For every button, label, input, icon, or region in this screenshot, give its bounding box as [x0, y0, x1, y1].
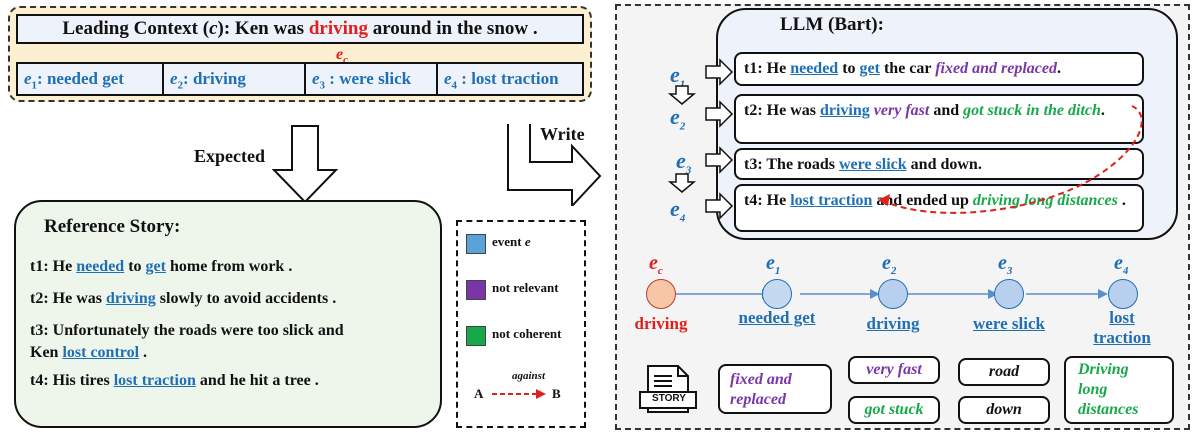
legend-label-event: event e [492, 234, 531, 249]
chain-node-e2 [878, 279, 908, 309]
chain-node-e1 [762, 279, 792, 309]
event-row: e1: needed get e2: driving e3 : were sli… [16, 62, 584, 96]
generated-sentence-t4: t4: He lost traction and ended up drivin… [734, 184, 1144, 232]
legend-swatch-event [466, 234, 486, 254]
legend-swatch-not-coherent [466, 326, 486, 346]
chain-node-label-e1: e1 [766, 252, 781, 277]
write-arrow-icon [507, 124, 602, 206]
expected-label: Expected [194, 146, 265, 166]
expected-arrow-icon [271, 125, 339, 204]
legend-red-arrow-icon [492, 389, 546, 399]
reference-line-t3b: Ken lost control . [30, 344, 148, 361]
legend-against-label: against [512, 370, 546, 382]
legend-swatch-not-relevant [466, 280, 486, 300]
legend-b-label: B [552, 386, 561, 401]
chip-down: down [958, 396, 1050, 424]
legend-label-not-coherent: not coherent [492, 326, 562, 341]
reference-line-t2: t2: He was driving slowly to avoid accid… [30, 290, 337, 307]
legend-label-not-relevant: not relevant [492, 280, 559, 295]
write-label: Write [540, 124, 585, 144]
chain-node-text-ec: driving [634, 314, 688, 333]
chip-very-fast: very fast [848, 356, 940, 384]
generated-sentence-t3: t3: The roads were slick and down. [734, 148, 1144, 180]
ec-label: ec [336, 46, 348, 67]
chain-node-text-e3: were slick [973, 314, 1045, 333]
side-event-4: e4 [670, 196, 686, 225]
chain-node-e4 [1108, 279, 1138, 309]
chain-node-label-ec: ec [649, 252, 663, 277]
chain-node-text-e1: needed get [738, 308, 816, 327]
reference-line-t3a: t3: Unfortunately the roads were too sli… [30, 322, 344, 339]
chain-node-e3 [994, 279, 1024, 309]
event-cell-3: e3 : were slick [306, 64, 438, 94]
legend-a-label: A [474, 386, 484, 401]
chain-node-label-e4: e4 [1114, 252, 1129, 277]
chain-node-text-e4: lost traction [1093, 308, 1151, 347]
leading-context-title: Leading Context (c): Ken was driving aro… [16, 14, 584, 44]
llm-title: LLM (Bart): [780, 14, 884, 35]
side-arrows-icon [667, 58, 734, 220]
reference-line-t4: t4: His tires lost traction and he hit a… [30, 372, 319, 389]
event-cell-1: e1: needed get [18, 64, 164, 94]
chip-got-stuck: got stuck [848, 396, 940, 424]
event-cell-4: e4 : lost traction [444, 69, 559, 92]
chip-fixed-replaced: fixed and replaced [718, 364, 832, 414]
event-chain-line [674, 289, 1108, 299]
generated-sentence-t2: t2: He was driving very fast and got stu… [734, 94, 1144, 144]
side-event-2: e2 [670, 104, 686, 133]
against-arrow-icon [878, 105, 1143, 214]
chip-road: road [958, 358, 1050, 386]
chain-node-text-e2: driving [866, 314, 920, 333]
reference-story-title: Reference Story: [44, 216, 181, 237]
reference-story-panel [14, 200, 442, 428]
reference-line-t1: t1: He needed to get home from work . [30, 258, 293, 275]
generated-sentence-t1: t1: He needed to get the car fixed and r… [734, 52, 1144, 86]
legend-box [456, 220, 586, 428]
story-document-icon [639, 365, 697, 413]
chain-node-label-e2: e2 [882, 252, 897, 277]
story-icon-label: STORY [652, 393, 686, 404]
chain-node-ec [646, 279, 676, 309]
side-event-3: e3 [676, 148, 692, 177]
chain-node-label-e3: e3 [998, 252, 1013, 277]
chip-driving-long: Driving long distances [1064, 356, 1174, 424]
event-cell-2: e2: driving [164, 64, 306, 94]
side-event-1: e1 [670, 62, 686, 91]
